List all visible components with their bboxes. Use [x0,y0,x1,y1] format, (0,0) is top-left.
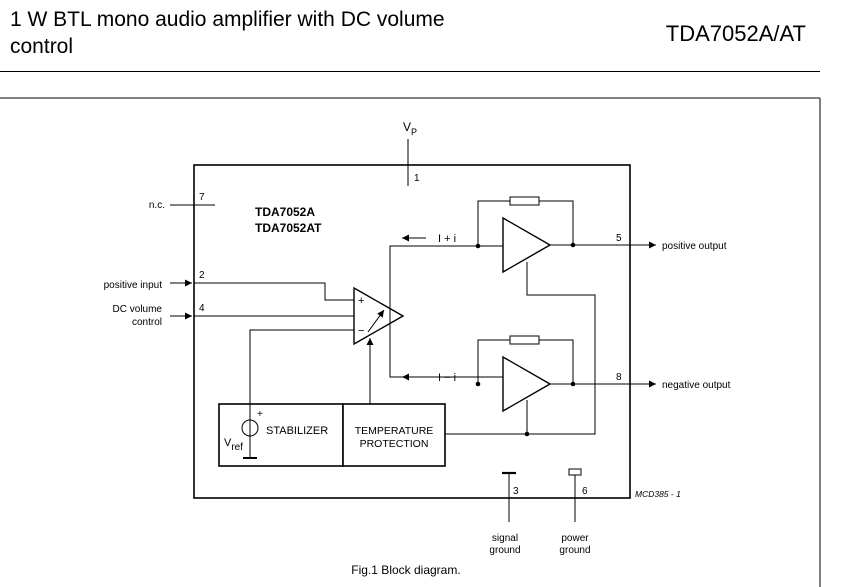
dc-volume-label-1: DC volume [113,304,163,315]
power-ground-terminal [568,468,582,476]
temperature-label-2: PROTECTION [360,438,429,450]
current-pos-label: I + i [438,233,456,245]
lower-feedback-left [477,339,510,384]
upper-feedback-right [539,200,574,245]
opamp-minus: − [358,325,364,337]
opamp-plus: + [358,295,364,307]
figure-caption: Fig.1 Block diagram. [351,563,460,577]
pin-7: 7 [199,192,205,203]
positive-input-label: positive input [104,280,163,291]
negative-output-amplifier [502,355,552,413]
lower-feedback-right [539,339,574,384]
power-ground-label-2: ground [559,545,590,556]
pin-2: 2 [199,270,205,281]
pin-5: 5 [616,233,622,244]
wire-to-lower-amp [389,309,503,378]
chip-name-1: TDA7052A [255,205,315,219]
pin-3: 3 [513,486,519,497]
upper-feedback-left [477,200,510,246]
pin-1: 1 [414,173,420,184]
power-ground-label-1: power [561,533,589,544]
node [524,431,530,437]
vref-feedback-wire [249,329,354,408]
negative-output-label: negative output [662,380,731,391]
signal-ground-label-2: ground [489,545,520,556]
supply-label: VP [403,120,417,137]
variable-gain-arrow [367,309,385,333]
positive-output-label: positive output [662,241,727,252]
upper-feedback-resistor [509,196,540,206]
nc-label: n.c. [149,200,165,211]
current-neg-label: I − i [438,372,456,384]
stabilizer-block [218,403,344,467]
positive-input-wire [194,282,354,301]
page-title: 1 W BTL mono audio amplifier with DC vol… [10,8,445,58]
vref-label: Vref [224,437,243,453]
vref-source [241,404,259,459]
figure-frame [0,97,821,587]
dc-volume-label-2: control [132,317,162,328]
pin-4: 4 [199,303,205,314]
lower-feedback-resistor [509,335,540,345]
pin-6: 6 [582,486,588,497]
vref-plus: + [257,409,263,420]
stabilizer-label: STABILIZER [266,425,328,437]
wire-to-upper-amp [389,245,503,323]
positive-output-amplifier [502,216,552,274]
ic-boundary [193,164,631,499]
upper-bias-wire [445,262,596,435]
diagram-code: MCD385 - 1 [635,489,681,499]
pin-8: 8 [616,372,622,383]
signal-ground-label-1: signal [492,533,518,544]
temperature-protection-block [342,403,446,467]
temperature-label-1: TEMPERATURE [355,425,434,437]
header-divider [0,71,820,72]
chip-name-2: TDA7052AT [255,221,322,235]
part-number: TDA7052A/AT [665,21,806,46]
